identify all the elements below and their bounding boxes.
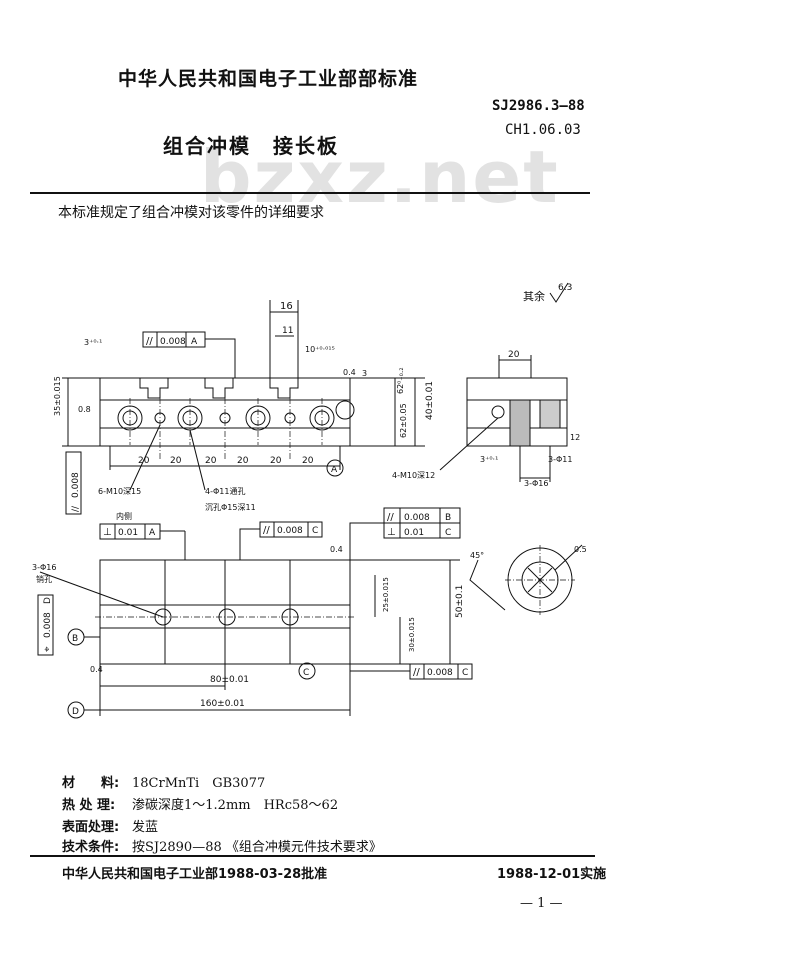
organization-standard-title: 中华人民共和国电子工业部部标准	[118, 68, 419, 90]
svg-text:20: 20	[170, 456, 182, 466]
svg-text:0.008: 0.008	[71, 472, 81, 498]
note-4-m10: 4-M10深12	[392, 471, 435, 480]
svg-text:0.008: 0.008	[427, 668, 453, 678]
t-slot-3	[269, 378, 299, 399]
side-section-hatch	[509, 399, 531, 447]
svg-text:0.008: 0.008	[277, 526, 303, 536]
svg-text:20: 20	[237, 456, 249, 466]
svg-text://: //	[71, 505, 81, 512]
svg-text:C: C	[462, 668, 468, 678]
roughness-rest-label: 其余	[523, 289, 545, 303]
dim-80: 80±0.01	[210, 675, 249, 685]
dim-62-02: 62⁰₋₀.₂	[396, 367, 405, 394]
note-counterbore: 沉孔Φ15深11	[205, 503, 256, 512]
svg-text://: //	[263, 525, 270, 536]
side-view: 20 3⁺⁰·¹ 3-Φ11 3-Φ16 12	[439, 350, 580, 488]
svg-text:0.01: 0.01	[404, 528, 424, 538]
note-3-phi16: 3-Φ16	[32, 563, 56, 572]
watermark: bzxz.net	[200, 135, 560, 219]
svg-text:B: B	[445, 513, 451, 523]
dim-40: 40±0.01	[425, 381, 435, 420]
svg-text:C: C	[445, 528, 451, 538]
svg-text:20: 20	[302, 456, 314, 466]
footer-divider	[30, 855, 595, 857]
svg-text:A: A	[191, 337, 198, 347]
t-slot-2	[204, 378, 234, 399]
datum-B-label: B	[72, 634, 78, 644]
datum-C-label: C	[303, 668, 309, 678]
svg-text:⊥: ⊥	[387, 527, 396, 538]
effective-date: 1988-12-01实施	[497, 867, 607, 882]
technical-drawing: 其余 6.3	[32, 282, 587, 719]
svg-text:20: 20	[205, 456, 217, 466]
t-slot-1	[139, 378, 169, 399]
svg-text:0.008: 0.008	[160, 337, 186, 347]
svg-text:⌖: ⌖	[42, 646, 53, 652]
dim-160: 160±0.01	[200, 699, 245, 709]
dim-50: 50±0.1	[455, 585, 465, 618]
svg-text:0.01: 0.01	[118, 528, 138, 538]
page-number: — 1 —	[520, 896, 563, 911]
svg-text:0.008: 0.008	[43, 612, 53, 638]
svg-text://: //	[413, 667, 420, 678]
header-divider	[30, 192, 590, 194]
standard-number: SJ2986.3—88	[492, 98, 585, 114]
spec-surface-treatment: 表面处理:发蓝	[62, 820, 159, 835]
svg-text://: //	[387, 512, 394, 523]
approval-date: 中华人民共和国电子工业部1988-03-28批准	[62, 867, 328, 882]
detail-angle-45: 45°	[470, 551, 484, 560]
fcf-position-D	[37, 594, 54, 656]
svg-text:20: 20	[270, 456, 282, 466]
svg-text:⊥: ⊥	[103, 527, 112, 538]
dim-3-01: 3⁺⁰·¹	[84, 338, 102, 347]
svg-text://: //	[146, 336, 153, 347]
note-pin: 销孔	[36, 574, 52, 584]
dim-3: 3	[362, 369, 367, 378]
side-dim-3-01: 3⁺⁰·¹	[480, 455, 498, 464]
dim-35: 35±0.015	[53, 376, 62, 416]
side-dim-12: 12	[570, 433, 580, 442]
detail-dim-05: 0.5	[574, 545, 587, 554]
spec-heat-treatment: 热 处 理:渗碳深度1～1.2mm HRc58～62	[62, 798, 339, 813]
dim-10: 10⁺⁰·⁰¹⁵	[305, 345, 335, 354]
top-view: ⊥ 0.01 A 内侧 // 0.008 C // 0.008 B ⊥ 0.01…	[32, 507, 473, 719]
svg-text:0.4: 0.4	[90, 665, 103, 674]
svg-text:0.4: 0.4	[330, 545, 343, 554]
roughness-symbol-icon	[549, 282, 569, 303]
detail-view: 45° 0.5	[469, 544, 587, 615]
svg-text:A: A	[149, 528, 156, 538]
side-dim-3-phi16: 3-Φ16	[524, 479, 548, 488]
spec-material: 材 料:18CrMnTi GB3077	[62, 776, 266, 791]
roughness-04-front: 0.4	[343, 368, 356, 377]
note-6-m10: 6-M10深15	[98, 487, 141, 496]
roughness-08-front: 0.8	[78, 405, 91, 414]
dim-16: 16	[280, 301, 293, 312]
dim-62-005: 62±0.05	[399, 403, 408, 438]
dim-11: 11	[282, 326, 293, 336]
dim-25: 25±0.015	[382, 577, 390, 612]
fcf-parallel-A-side	[65, 451, 82, 515]
intro-text: 本标准规定了组合冲模对该零件的详细要求	[58, 205, 324, 221]
svg-text:A: A	[331, 465, 338, 475]
svg-text:C: C	[312, 526, 318, 536]
classification-code: CH1.06.03	[505, 122, 581, 138]
svg-text:内侧: 内侧	[116, 511, 132, 521]
svg-text:0.008: 0.008	[404, 513, 430, 523]
svg-text:D: D	[43, 597, 53, 604]
note-4-phi11: 4-Φ11通孔	[205, 486, 245, 496]
document-title: 组合冲模 接长板	[163, 134, 339, 158]
front-edge-circle	[335, 400, 355, 420]
datum-D-label: D	[72, 707, 79, 717]
datum-A-circle	[326, 459, 344, 477]
front-view: 16 11 10⁺⁰·⁰¹⁵ 3⁺⁰·¹ 3 // 0.008 A 40±0.0…	[53, 300, 435, 515]
side-dim-3-phi11: 3-Φ11	[548, 455, 572, 464]
dim-30: 30±0.015	[408, 617, 416, 652]
spec-technical-conditions: 技术条件:按SJ2890—88 《组合冲模元件技术要求》	[62, 840, 382, 855]
side-dim-20: 20	[508, 350, 520, 360]
